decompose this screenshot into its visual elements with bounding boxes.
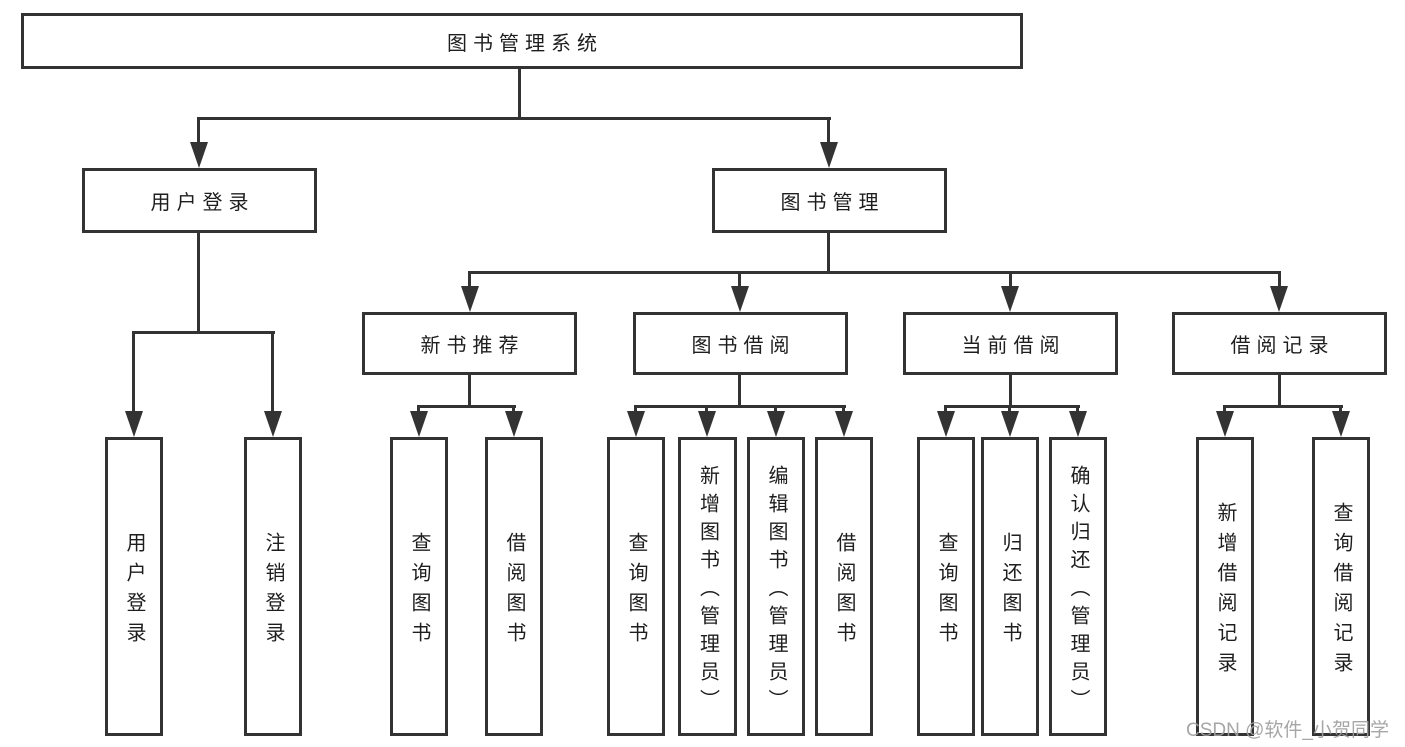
node-book-management: 图书管理	[712, 168, 947, 233]
node-user-login-branch: 用户登录	[82, 168, 317, 233]
node-library-management-system: 图书管理系统	[21, 13, 1023, 69]
edge-new-book-stem	[468, 375, 471, 408]
edge-drop	[944, 405, 947, 415]
arrowhead-leaf-user-login	[125, 411, 143, 437]
leaf-current-query-books: 查询图书	[917, 437, 975, 736]
arrowhead-leaf	[1001, 411, 1019, 437]
edge-drop-book-borrowing	[738, 271, 741, 287]
edge-new-book-crossbar	[417, 405, 516, 408]
edge-drop-book-management	[827, 117, 830, 145]
edge-drop-user-login	[197, 117, 200, 145]
edge-current-borrowing-stem	[1009, 375, 1012, 408]
leaf-borrow-add-books-admin: 新增图书（管理员）	[678, 437, 737, 736]
leaf-borrow-query-books: 查询图书	[607, 437, 665, 736]
edge-drop	[1008, 405, 1011, 415]
node-borrowing-records: 借阅记录	[1172, 312, 1387, 375]
arrowhead-book-management	[820, 142, 838, 168]
edge-user-login-crossbar	[132, 331, 275, 334]
arrowhead-book-borrowing	[731, 286, 749, 312]
arrowhead-leaf	[767, 411, 785, 437]
arrowhead-current-borrowing	[1001, 286, 1019, 312]
arrowhead-user-login	[190, 142, 208, 168]
arrowhead-leaf	[1069, 411, 1087, 437]
node-current-borrowing: 当前借阅	[903, 312, 1118, 375]
leaf-records-add-record: 新增借阅记录	[1196, 437, 1254, 736]
arrowhead-leaf	[698, 411, 716, 437]
leaf-current-return-books: 归还图书	[981, 437, 1039, 736]
edge-root-crossbar	[197, 117, 831, 120]
leaf-current-confirm-return-admin: 确认归还（管理员）	[1049, 437, 1107, 736]
leaf-logout: 注销登录	[244, 437, 302, 736]
edge-book-borrowing-crossbar	[634, 405, 846, 408]
edge-drop	[774, 405, 777, 415]
leaf-recommend-borrow-books: 借阅图书	[485, 437, 543, 736]
arrowhead-leaf-logout	[264, 411, 282, 437]
arrowhead-leaf	[627, 411, 645, 437]
arrowhead-leaf	[1216, 411, 1234, 437]
arrowhead-leaf	[937, 411, 955, 437]
edge-borrowing-records-stem	[1278, 375, 1281, 408]
arrowhead-leaf	[410, 411, 428, 437]
arrowhead-leaf	[835, 411, 853, 437]
csdn-watermark: CSDN @软件_小贺同学	[1186, 720, 1389, 741]
leaf-user-login: 用户登录	[105, 437, 163, 736]
edge-book-management-crossbar	[468, 271, 1281, 274]
edge-borrowing-records-crossbar	[1223, 405, 1343, 408]
edge-book-management-stem	[827, 233, 830, 274]
leaf-borrow-borrow-books: 借阅图书	[815, 437, 873, 736]
arrowhead-new-book	[461, 286, 479, 312]
edge-drop	[417, 405, 420, 415]
arrowhead-leaf	[1332, 411, 1350, 437]
edge-current-borrowing-crossbar	[944, 405, 1080, 408]
node-new-book-recommendation: 新书推荐	[362, 312, 577, 375]
edge-drop	[634, 405, 637, 415]
edge-root-stem	[518, 69, 521, 120]
edge-drop-leaf-logout	[271, 331, 274, 413]
edge-drop	[705, 405, 708, 415]
edge-book-borrowing-stem	[738, 375, 741, 408]
edge-drop	[1223, 405, 1226, 415]
edge-drop-current-borrowing	[1009, 271, 1012, 287]
edge-drop	[1339, 405, 1342, 415]
edge-drop-new-book	[468, 271, 471, 287]
edge-drop	[512, 405, 515, 415]
node-book-borrowing: 图书借阅	[633, 312, 848, 375]
arrowhead-leaf	[505, 411, 523, 437]
edge-drop-leaf-user-login	[132, 331, 135, 413]
edge-user-login-stem	[197, 233, 200, 334]
edge-drop	[1076, 405, 1079, 415]
edge-drop	[842, 405, 845, 415]
leaf-recommend-query-books: 查询图书	[390, 437, 448, 736]
leaf-records-query-record: 查询借阅记录	[1312, 437, 1370, 736]
arrowhead-borrowing-records	[1270, 286, 1288, 312]
edge-drop-borrowing-records	[1278, 271, 1281, 287]
leaf-borrow-edit-books-admin: 编辑图书（管理员）	[747, 437, 805, 736]
